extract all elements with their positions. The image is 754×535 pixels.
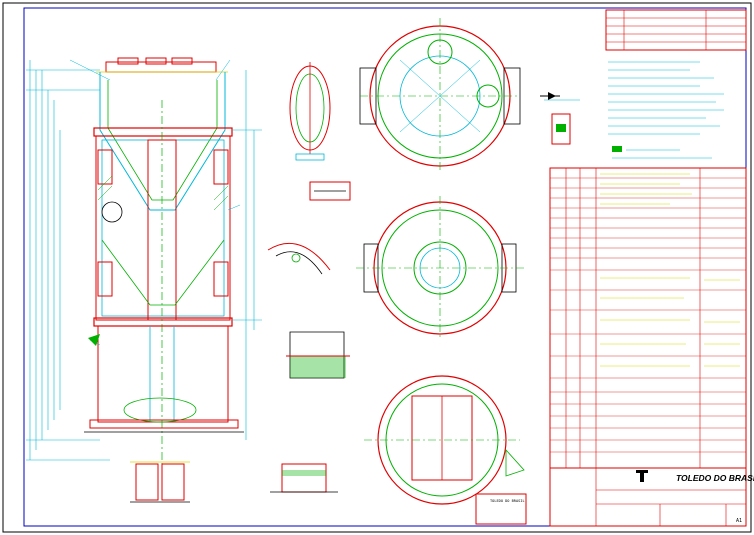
parts-list-table <box>549 167 747 469</box>
plan-view-bottom <box>364 375 525 505</box>
sheet-inner-border <box>23 7 747 527</box>
arrow-icon <box>540 92 560 100</box>
detail-hinge <box>267 242 331 275</box>
general-notes-block <box>608 61 724 159</box>
revision-table <box>605 9 747 51</box>
toledo-logo-icon <box>636 470 648 482</box>
plan-view-middle <box>356 196 524 340</box>
sheet-number: A1 <box>736 518 742 524</box>
detail-section-wall <box>286 331 350 379</box>
title-block-brand: TOLEDO DO BRASIL <box>676 473 754 483</box>
vessel-elevation-view <box>26 57 262 470</box>
detail-side-profile <box>289 62 331 161</box>
plan-view-top <box>359 18 521 170</box>
small-logo-label: TOLEDO DO BRASIL <box>490 499 525 503</box>
detail-bolt-side <box>544 99 580 145</box>
detail-bracket-small <box>309 181 351 201</box>
detail-flange-section <box>270 463 338 493</box>
title-block <box>475 467 747 527</box>
discharge-bins-detail <box>130 461 190 503</box>
